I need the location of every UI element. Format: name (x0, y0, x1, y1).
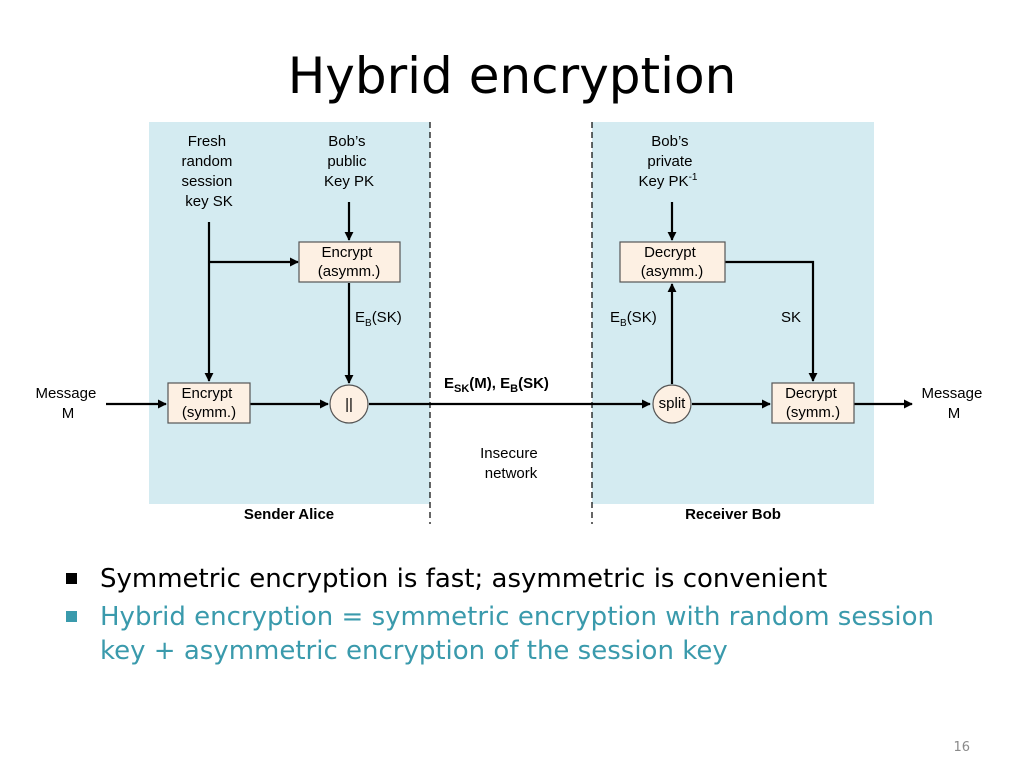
sender-panel (149, 122, 430, 504)
private-key-label: Bob’s private Key PK-1 (639, 133, 698, 190)
channel-label: ESK(M), EB(SK) (444, 375, 549, 395)
eb-sk-receiver-label: EB(SK) (610, 309, 657, 329)
sk-label: SK (781, 309, 801, 326)
receiver-bob-label: Receiver Bob (685, 506, 781, 523)
square-bullet-icon (66, 573, 77, 584)
svg-text:Encrypt (asymm.): Encrypt (asymm.) (318, 244, 381, 280)
eb-sk-sender-label: EB(SK) (355, 309, 402, 329)
split-node: split (652, 384, 692, 424)
svg-text:||: || (345, 396, 353, 413)
svg-text:Encrypt (symm.): Encrypt (symm.) (181, 385, 236, 421)
sk-to-decrypt-arrow (725, 260, 818, 382)
concat-node: || (329, 384, 369, 424)
svg-text:Decrypt (symm.): Decrypt (symm.) (785, 385, 841, 421)
bullet-text: Symmetric encryption is fast; asymmetric… (100, 564, 828, 594)
network-label: Insecure network (480, 445, 542, 482)
decrypt-symm-box: Decrypt (symm.) (771, 382, 855, 424)
message-in-label: Message M (35, 385, 100, 422)
public-key-label: Bob’s public Key PK (324, 133, 374, 190)
encrypt-symm-box: Encrypt (symm.) (167, 382, 251, 424)
receiver-panel (592, 122, 874, 504)
bullet-text: Hybrid encryption = symmetric encryption… (100, 602, 935, 666)
sender-alice-label: Sender Alice (244, 506, 334, 523)
bullet-list: Symmetric encryption is fast; asymmetric… (62, 562, 962, 672)
decrypt-asymm-box: Decrypt (asymm.) (619, 241, 726, 283)
svg-text:split: split (659, 395, 687, 412)
slide-title: Hybrid encryption (287, 47, 737, 105)
bullet-item: Hybrid encryption = symmetric encryption… (62, 600, 962, 668)
square-bullet-icon (66, 611, 77, 622)
encrypt-asymm-box: Encrypt (asymm.) (298, 241, 401, 283)
session-key-label: Fresh random session key SK (181, 133, 236, 210)
page-number: 16 (953, 740, 970, 755)
svg-text:Decrypt (asymm.): Decrypt (asymm.) (641, 244, 704, 280)
message-out-label: Message M (921, 385, 986, 422)
bullet-item: Symmetric encryption is fast; asymmetric… (62, 562, 962, 596)
